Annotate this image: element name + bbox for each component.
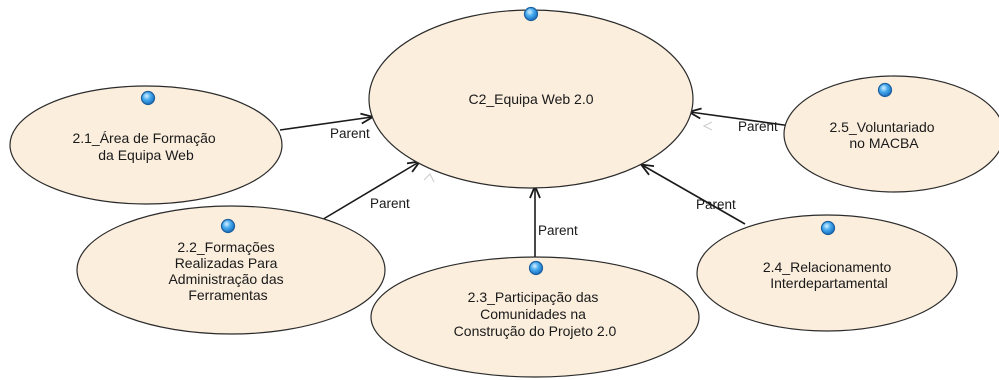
- faint-mark: [423, 172, 435, 183]
- node-label-line: da Equipa Web: [98, 147, 194, 163]
- node-label-line: C2_Equipa Web 2.0: [468, 91, 593, 107]
- root-use-case[interactable]: C2_Equipa Web 2.0: [368, 6, 694, 189]
- node-label: 2.4_Relacionamento Interdepartamental: [763, 259, 895, 291]
- status-dot-icon: [220, 218, 236, 234]
- node-label-line: 2.2_Formações: [177, 239, 274, 255]
- node-label-line: Comunidades na: [480, 306, 586, 322]
- status-dot-icon: [877, 82, 893, 98]
- edge-2-3-to-root[interactable]: Parent: [535, 187, 578, 257]
- node-label-line: no MACBA: [849, 135, 919, 151]
- edge-label: Parent: [538, 223, 578, 238]
- node-label-line: Construção do Projeto 2.0: [454, 323, 617, 339]
- edge-label: Parent: [330, 126, 370, 141]
- use-case-2-5[interactable]: 2.5_Voluntariado no MACBA: [783, 75, 999, 193]
- use-case-2-2[interactable]: 2.2_Formações Realizadas Para Administra…: [76, 205, 386, 335]
- node-label-line: 2.3_Participação das: [468, 289, 599, 305]
- node-label-line: Administração das: [168, 271, 283, 287]
- node-label: 2.2_Formações Realizadas Para Administra…: [168, 239, 287, 303]
- status-dot-icon: [140, 90, 156, 106]
- edge-2-2-to-root[interactable]: Parent: [314, 162, 419, 225]
- node-label: 2.1_Área de Formação da Equipa Web: [72, 130, 219, 163]
- node-label-line: Ferramentas: [188, 287, 267, 303]
- edge-2-4-to-root[interactable]: Parent: [642, 165, 746, 225]
- node-label-line: 2.5_Voluntariado: [830, 119, 935, 135]
- node-label: C2_Equipa Web 2.0: [468, 91, 593, 107]
- edge-label: Parent: [370, 196, 410, 211]
- faint-mark: [702, 121, 713, 131]
- status-dot-icon: [523, 6, 539, 22]
- edge-label: Parent: [696, 197, 736, 212]
- edge-2-1-to-root[interactable]: Parent: [279, 117, 372, 141]
- status-dot-icon: [528, 260, 544, 276]
- status-dot-icon: [820, 220, 836, 236]
- node-label: 2.5_Voluntariado no MACBA: [830, 119, 939, 151]
- use-case-2-1[interactable]: 2.1_Área de Formação da Equipa Web: [9, 85, 283, 205]
- node-label: 2.3_Participação das Comunidades na Cons…: [454, 289, 617, 339]
- use-case-2-4[interactable]: 2.4_Relacionamento Interdepartamental: [696, 214, 958, 332]
- node-label-line: 2.1_Área de Formação: [72, 130, 215, 146]
- edge-label: Parent: [738, 119, 778, 134]
- node-label-line: Realizadas Para: [175, 255, 278, 271]
- edge-2-5-to-root[interactable]: Parent: [690, 112, 792, 134]
- use-case-2-3[interactable]: 2.3_Participação das Comunidades na Cons…: [370, 256, 700, 378]
- node-label-line: Interdepartamental: [770, 275, 888, 291]
- node-label-line: 2.4_Relacionamento: [763, 259, 892, 275]
